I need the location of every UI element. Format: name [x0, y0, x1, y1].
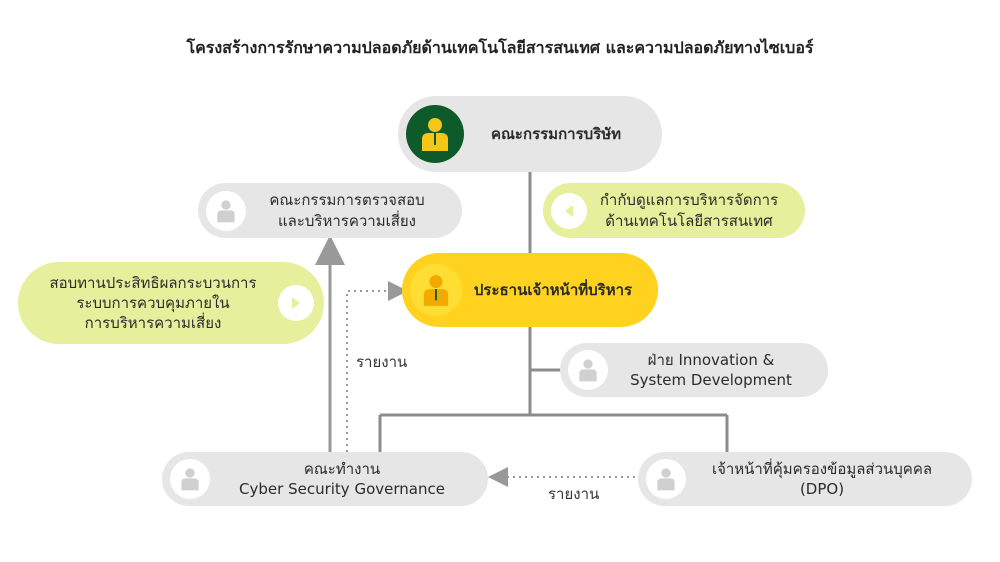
governance-line2: ด้านเทคโนโลยีสารสนเทศ	[605, 211, 773, 230]
review-line1: สอบทานประสิทธิผลกระบวนการ	[49, 273, 257, 292]
audit-line2: และบริหารความเสี่ยง	[277, 211, 417, 230]
innovation-line2: System Development	[630, 371, 792, 389]
person-icon	[410, 264, 462, 316]
innovation-line1: ฝ่าย Innovation &	[647, 350, 775, 369]
play-right-icon	[278, 285, 314, 321]
play-left-icon	[551, 192, 587, 229]
audit-node: คณะกรรมการตรวจสอบ และบริหารความเสี่ยง	[198, 183, 462, 238]
cyber-node: คณะทำงาน Cyber Security Governance	[162, 452, 488, 506]
review-line2: ระบบการควบคุมภายใน	[76, 293, 230, 312]
governance-note: กำกับดูแลการบริหารจัดการ ด้านเทคโนโลยีสา…	[543, 183, 805, 238]
person-icon	[170, 459, 210, 499]
cyber-line2: Cyber Security Governance	[239, 480, 445, 498]
cyber-line1: คณะทำงาน	[303, 459, 381, 478]
person-icon	[206, 190, 246, 231]
board-label: คณะกรรมการบริษัท	[490, 124, 621, 143]
review-line3: การบริหารความเสี่ยง	[84, 314, 222, 333]
innovation-node: ฝ่าย Innovation & System Development	[560, 343, 828, 397]
dpo-line1: เจ้าหน้าที่คุ้มครองข้อมูลส่วนบุคคล	[711, 459, 933, 478]
board-node: คณะกรรมการบริษัท	[398, 96, 662, 172]
ceo-label: ประธานเจ้าหน้าที่บริหาร	[473, 280, 633, 299]
ceo-node: ประธานเจ้าหน้าที่บริหาร	[402, 253, 658, 327]
person-icon	[646, 459, 686, 499]
dpo-node: เจ้าหน้าที่คุ้มครองข้อมูลส่วนบุคคล (DPO)	[638, 452, 972, 506]
report-label-left: รายงาน	[356, 353, 408, 371]
person-icon	[568, 350, 608, 390]
audit-line1: คณะกรรมการตรวจสอบ	[269, 191, 425, 210]
report-label-bottom: รายงาน	[548, 485, 600, 503]
governance-line1: กำกับดูแลการบริหารจัดการ	[599, 191, 779, 210]
review-note: สอบทานประสิทธิผลกระบวนการ ระบบการควบคุมภ…	[18, 262, 324, 344]
person-icon	[406, 105, 464, 163]
dpo-line2: (DPO)	[799, 480, 845, 498]
page-title: โครงสร้างการรักษาความปลอดภัยด้านเทคโนโลย…	[186, 38, 814, 57]
